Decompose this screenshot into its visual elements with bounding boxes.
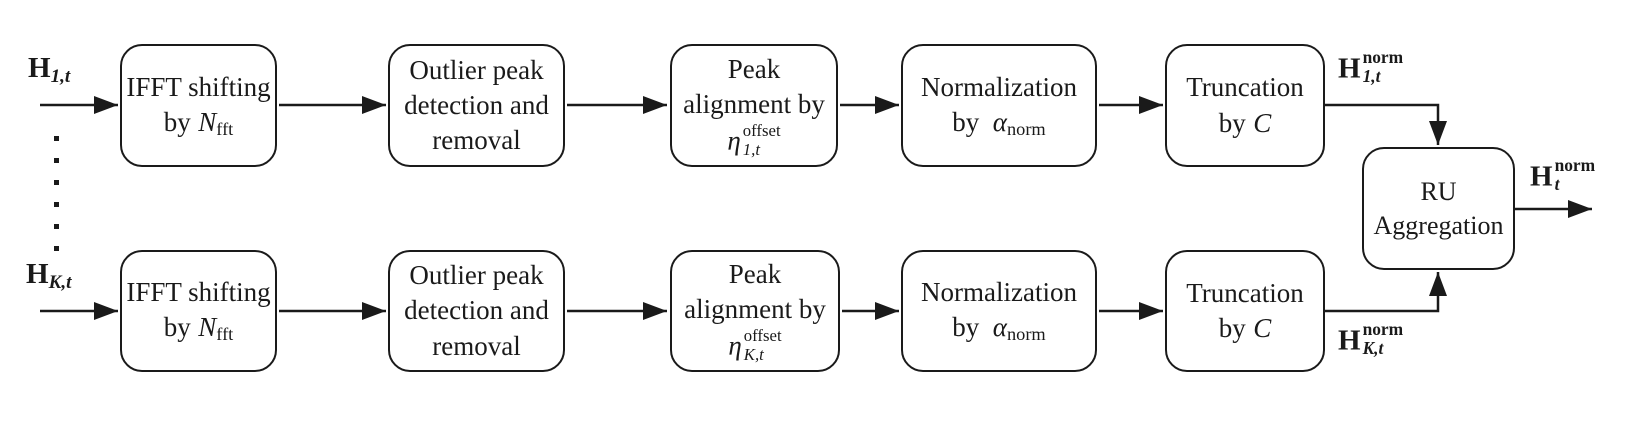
- math-subscript: fft: [216, 324, 234, 345]
- node-line: RU: [1420, 176, 1457, 206]
- label-h-input-top: H1,t: [28, 52, 70, 88]
- arrow-trunc-to-ru-top: [1325, 103, 1447, 145]
- math-variable: C: [1253, 313, 1272, 343]
- math-subscript: norm: [1006, 118, 1046, 139]
- node-text: by: [952, 106, 980, 137]
- math-subscript: 1,t: [742, 139, 760, 159]
- vertical-ellipsis: [54, 136, 59, 251]
- node-line: Outlier peak: [409, 260, 544, 291]
- node-line: Aggregation: [1373, 210, 1504, 240]
- node-line: IFFT shifting: [126, 277, 271, 307]
- node-line: Peak: [727, 53, 781, 84]
- node-text: by: [163, 312, 191, 343]
- node-outlier-removal-top: Outlier peak detection and removal: [388, 44, 565, 167]
- math-subscript: K,t: [48, 271, 72, 293]
- math-subscript: K,t: [1362, 338, 1384, 359]
- node-line: IFFT shifting: [126, 71, 271, 102]
- math-variable: η: [727, 125, 741, 156]
- node-outlier-removal-bottom: Outlier peak detection and removal: [388, 250, 565, 372]
- math-variable: α: [992, 106, 1007, 137]
- node-text: by: [1218, 313, 1246, 343]
- math-subscript: t: [1554, 174, 1560, 195]
- math-superscript: offset: [742, 120, 781, 140]
- math-variable: η: [728, 331, 742, 362]
- math-base: H: [1530, 160, 1553, 193]
- math-superscript: norm: [1362, 47, 1404, 67]
- math-superscript: offset: [743, 326, 782, 346]
- node-text: by: [952, 312, 980, 343]
- math-subscript: 1,t: [1362, 66, 1381, 87]
- arrow-trunc-to-ru-bottom: [1325, 272, 1447, 313]
- math-base: H: [28, 52, 51, 84]
- math-subscript: fft: [216, 118, 234, 139]
- math-variable: N: [198, 312, 217, 343]
- math-subscript: 1,t: [50, 65, 71, 87]
- math-superscript: norm: [1554, 155, 1596, 175]
- math-superscript: norm: [1362, 319, 1404, 339]
- node-text: by: [1218, 107, 1246, 138]
- node-line: Normalization: [921, 71, 1077, 102]
- node-line: Truncation: [1186, 277, 1304, 308]
- math-variable: C: [1253, 107, 1272, 138]
- node-line: Normalization: [921, 277, 1077, 307]
- math-base: H: [1338, 324, 1361, 357]
- node-line: detection and: [404, 295, 549, 326]
- node-line: Peak: [728, 259, 782, 290]
- math-variable: N: [198, 106, 217, 137]
- node-line: alignment by: [683, 88, 825, 119]
- node-line: detection and: [404, 89, 549, 120]
- math-subscript: norm: [1006, 324, 1046, 345]
- node-line: alignment by: [684, 294, 826, 325]
- label-h-input-bottom: HK,t: [26, 258, 71, 294]
- math-variable: α: [992, 312, 1007, 343]
- math-base: H: [26, 258, 49, 290]
- node-line: removal: [432, 125, 521, 156]
- node-text: by: [163, 106, 191, 137]
- math-subscript: K,t: [743, 345, 764, 365]
- node-line: Outlier peak: [409, 54, 544, 85]
- node-line: Truncation: [1186, 72, 1304, 103]
- node-line: removal: [432, 330, 521, 361]
- math-base: H: [1338, 52, 1361, 85]
- node-ru-aggregation: RU Aggregation: [1362, 147, 1515, 270]
